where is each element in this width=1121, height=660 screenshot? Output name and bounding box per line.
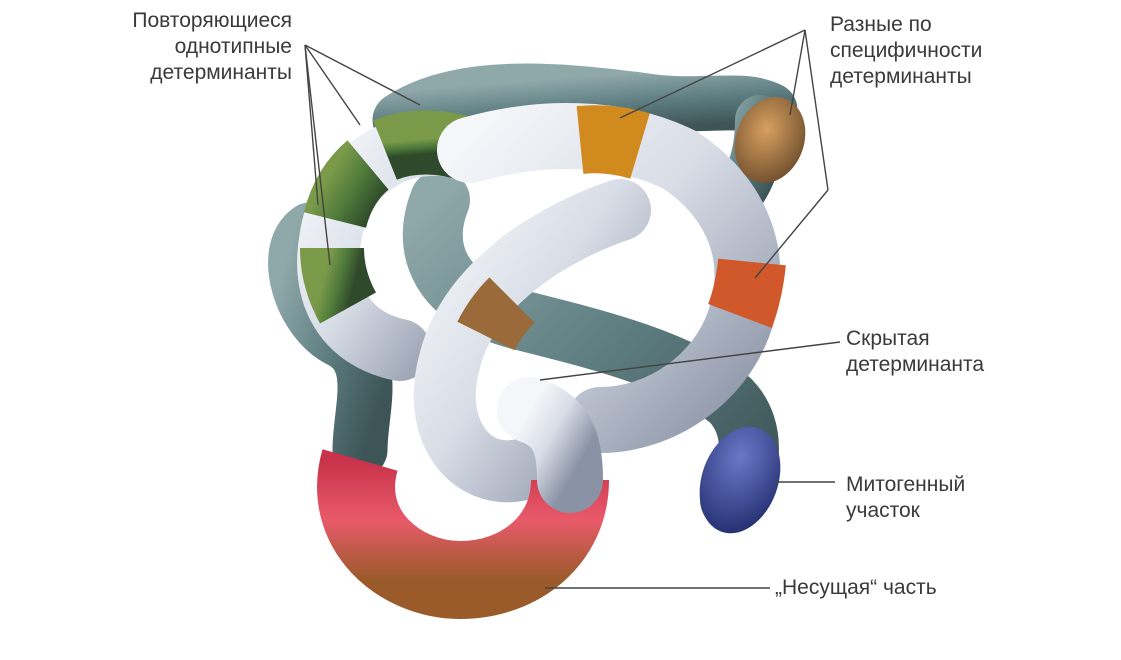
different-determinant-gold: [576, 105, 650, 179]
label-line: Повторяющиеся: [132, 9, 292, 32]
tube-top-run: [437, 103, 781, 453]
label-line: Митогенный: [846, 473, 966, 496]
label-line: специфичности: [830, 39, 983, 62]
repeating-determinant-3: [300, 246, 377, 324]
label-line: Разные по: [830, 13, 932, 36]
hidden-determinant: [457, 277, 536, 351]
label-line: однотипные: [174, 35, 292, 58]
tube-inner-loop: [413, 179, 651, 503]
leader-lines: [304, 29, 841, 589]
label-line: детерминанты: [150, 61, 292, 84]
label-mitogenic-segment: Митогенный участок: [846, 472, 965, 524]
label-repeating-determinants: Повторяющиеся однотипные детерминанты: [60, 8, 292, 86]
label-line: Скрытая: [846, 327, 930, 350]
end-cap: [734, 97, 806, 183]
tube-back-top: [372, 63, 798, 148]
label-different-determinants: Разные по специфичности детерминанты: [830, 12, 982, 90]
repeating-determinant-2: [303, 140, 390, 229]
tube-carrier-join: [497, 377, 603, 513]
label-hidden-determinant: Скрытая детерминанта: [846, 326, 984, 378]
mitogenic-segment: [699, 426, 781, 534]
label-line: участок: [846, 499, 920, 522]
label-carrier-part: „Несущая“ часть: [775, 576, 937, 599]
label-line: детерминанты: [830, 65, 972, 88]
different-determinant-orange: [707, 258, 786, 328]
label-line: детерминанта: [846, 353, 985, 376]
carrier-part: [317, 449, 609, 620]
